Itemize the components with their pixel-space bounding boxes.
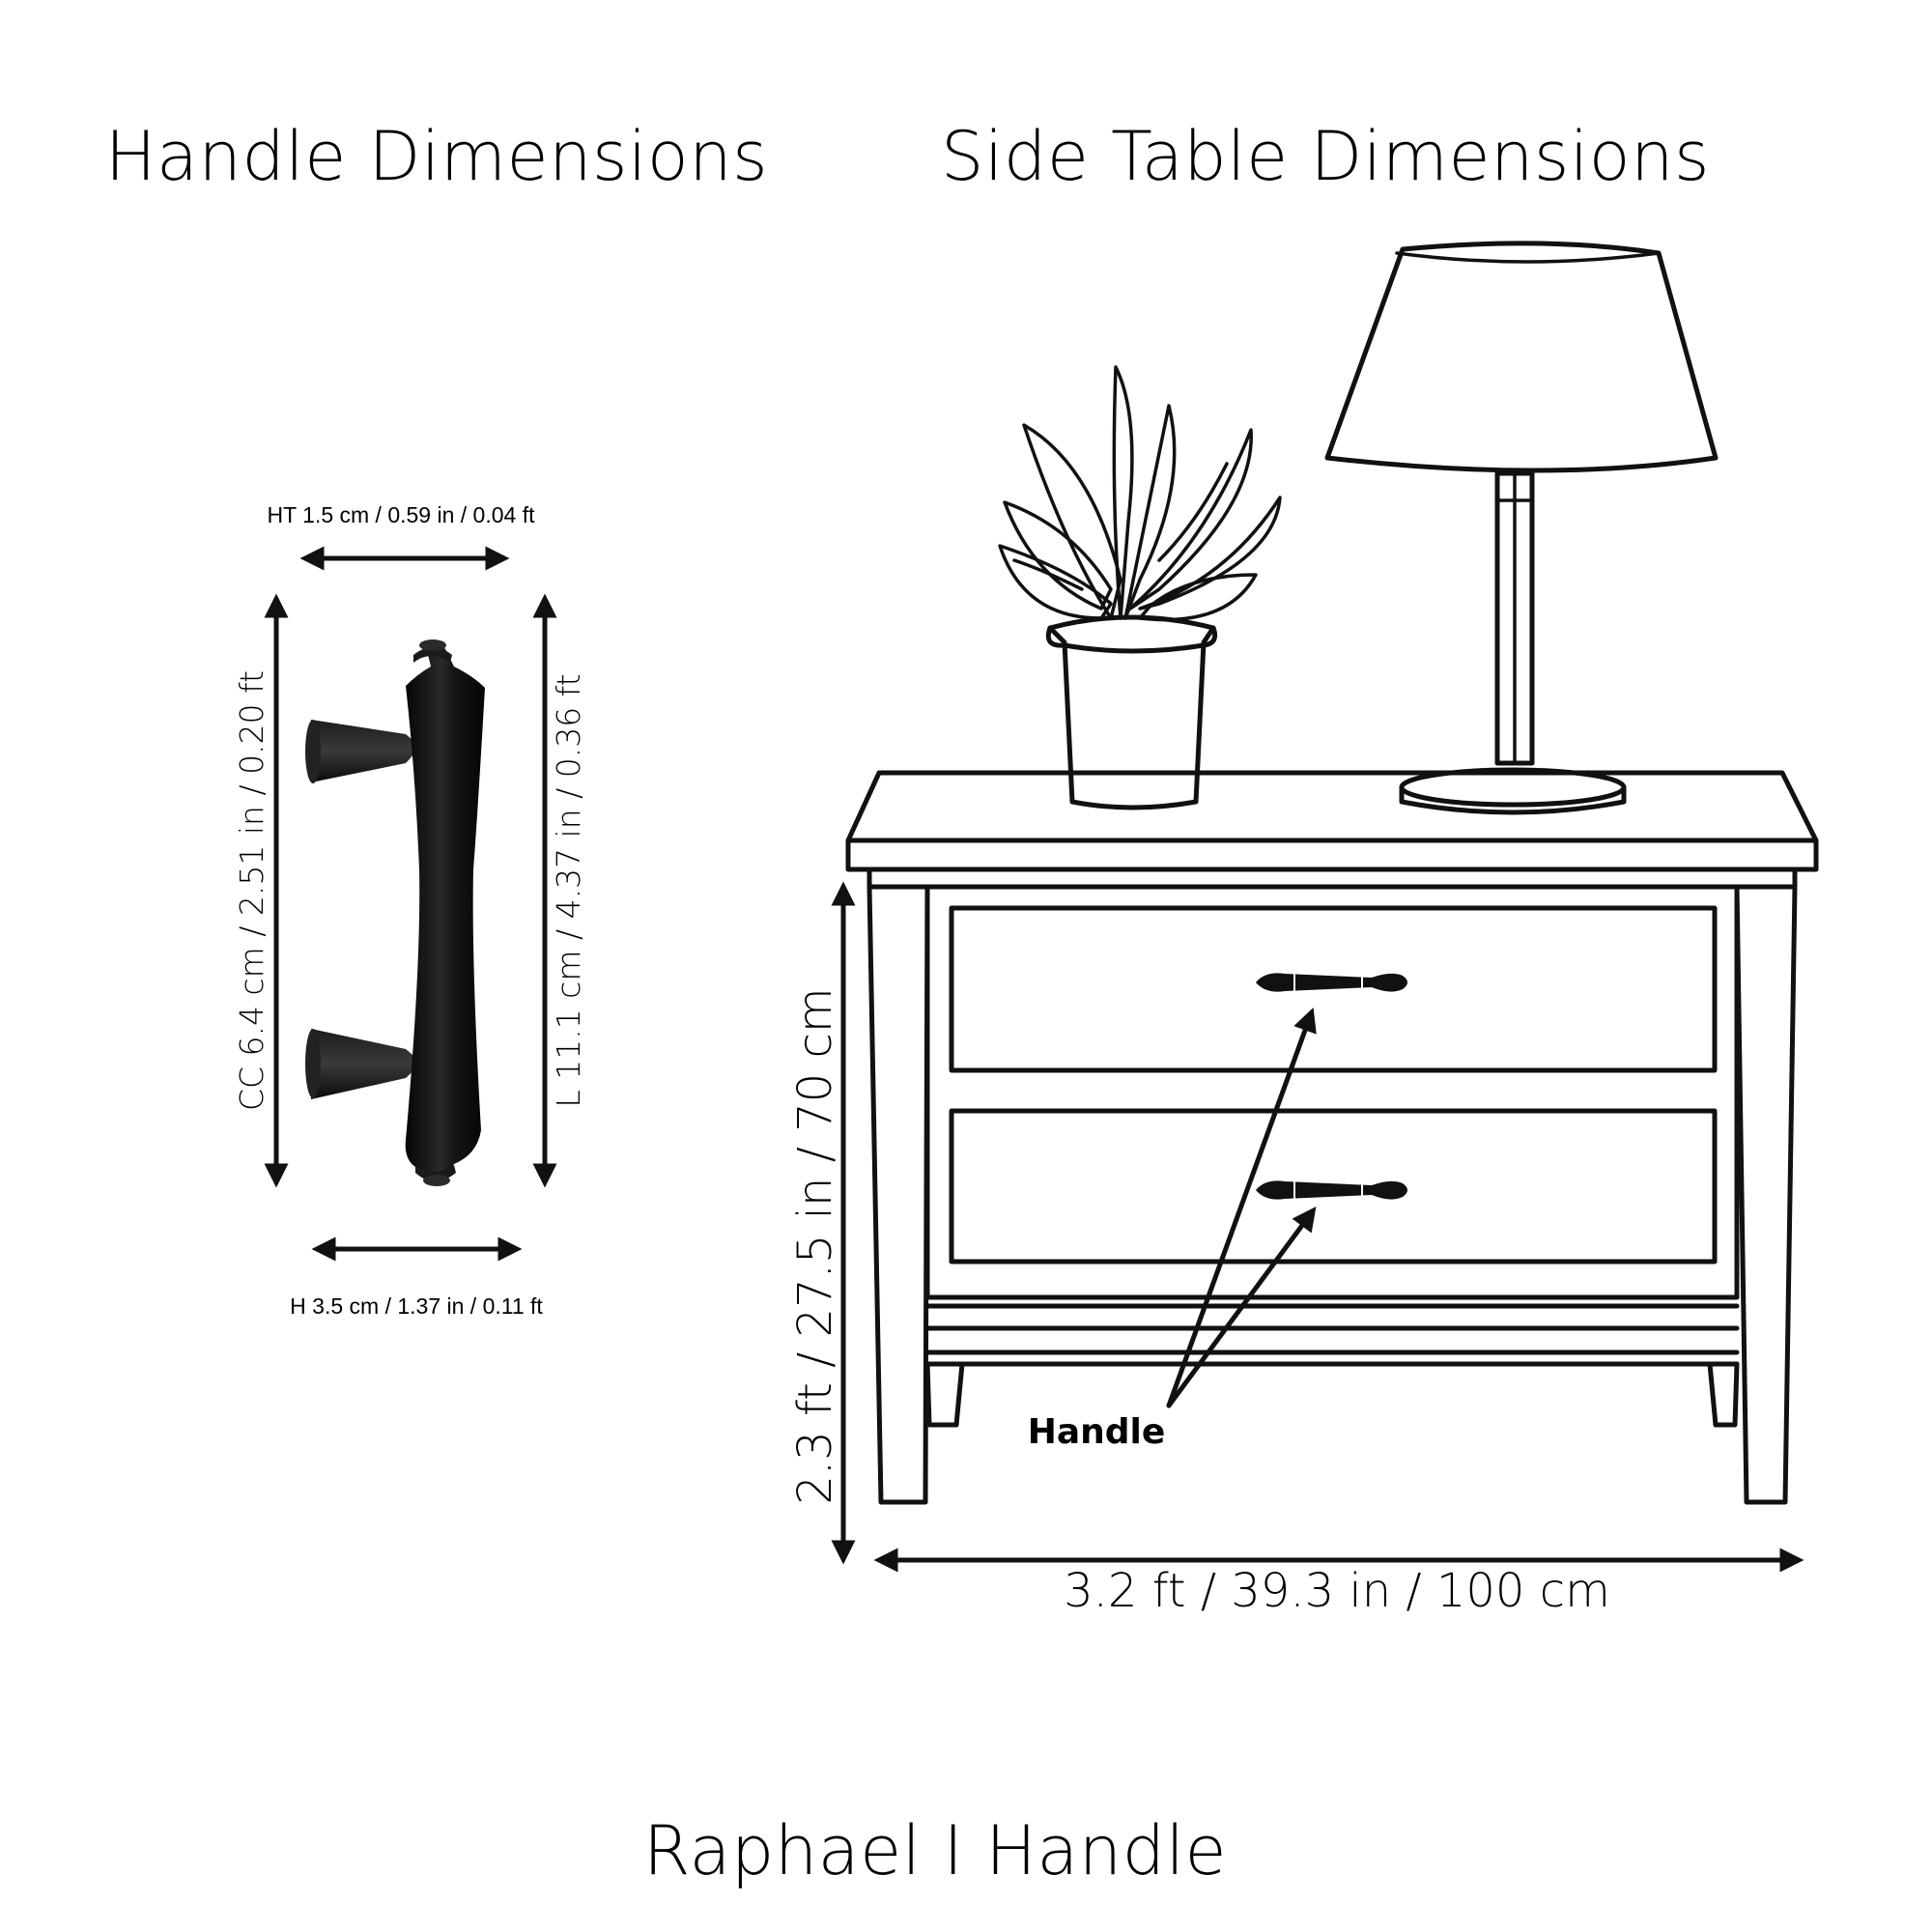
callout-arrow-top: [1166, 1007, 1317, 1408]
drawer-pull-bottom: [1256, 1179, 1407, 1201]
handle-length-label: L 11.1 cm / 4.37 in / 0.36 ft: [550, 673, 587, 1107]
handle-dimensions-heading: Handle Dimensions: [105, 117, 768, 196]
side-table-illustration: Handle: [845, 241, 1819, 1505]
callout-arrow-bottom: [1166, 1206, 1317, 1408]
handle-ht-label: HT 1.5 cm / 0.59 in / 0.04 ft: [268, 502, 536, 527]
handle-drawing: HT 1.5 cm / 0.59 in / 0.04 ft CC 6.4 cm …: [233, 502, 587, 1319]
side-table-dimensions-heading: Side Table Dimensions: [941, 117, 1710, 196]
handle-product-image: [305, 639, 485, 1186]
drawer-pull-top: [1256, 972, 1407, 993]
potted-plant: [998, 365, 1282, 810]
table-width-label: 3.2 ft / 39.3 in / 100 cm: [1064, 1564, 1610, 1618]
table-height-label: 2.3 ft / 27.5 in / 70 cm: [788, 987, 842, 1504]
handle-cc-label: CC 6.4 cm / 2.51 in / 0.20 ft: [233, 670, 270, 1111]
lamp: [1324, 241, 1719, 815]
product-name-title: Raphael I Handle: [643, 1811, 1227, 1890]
handle-callout-label: Handle: [1028, 1412, 1166, 1452]
handle-h-label: H 3.5 cm / 1.37 in / 0.11 ft: [290, 1293, 543, 1319]
